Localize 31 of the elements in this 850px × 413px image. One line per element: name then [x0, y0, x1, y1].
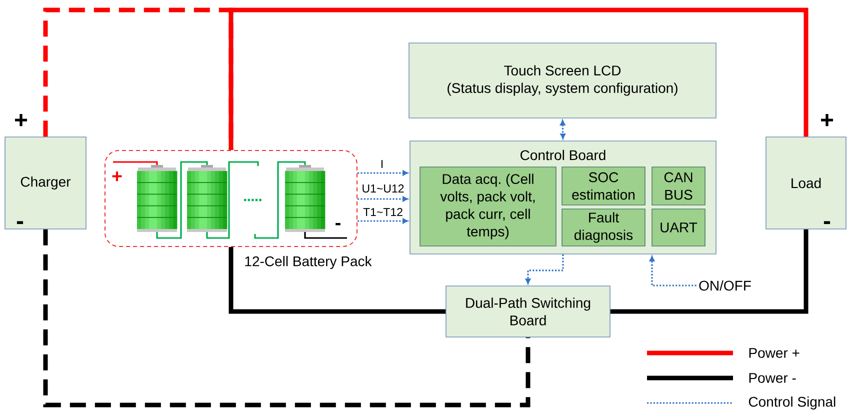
- function-box: UART: [652, 208, 706, 246]
- polarity-sign: +: [112, 171, 122, 182]
- function-box: Data acq. (Cell volts, pack volt, pack curr, cell temps): [420, 166, 556, 246]
- connector: [358, 196, 408, 202]
- connector: [228, 8, 808, 150]
- edge-label: T1~T12: [362, 208, 404, 217]
- legend-text: Power +: [749, 348, 800, 358]
- component-box: Dual-Path Switching Board: [446, 286, 610, 338]
- polarity-sign: +: [15, 114, 28, 126]
- signal-label: ON/OFF: [699, 280, 751, 291]
- connector: [358, 218, 408, 224]
- polarity-sign: -: [336, 222, 340, 226]
- connector: [649, 256, 696, 286]
- legend-text: Power -: [749, 373, 796, 383]
- edge-label: U1~U12: [361, 184, 405, 194]
- function-box: Fault diagnosis: [562, 208, 646, 246]
- connector: [560, 120, 566, 139]
- connector: [610, 229, 808, 314]
- legend-text: Control Signal: [748, 396, 836, 410]
- connector: [525, 254, 564, 284]
- connector: [228, 247, 446, 314]
- polarity-sign: +: [821, 114, 834, 126]
- function-box: SOC estimation: [562, 166, 646, 206]
- connector: [43, 229, 530, 408]
- polarity-sign: -: [824, 221, 830, 224]
- component-box: Touch Screen LCD (Status display, system configuration): [408, 42, 716, 118]
- polarity-sign: -: [16, 221, 24, 224]
- function-box: CAN BUS: [652, 166, 706, 206]
- connector: [358, 170, 408, 176]
- edge-label: I: [380, 160, 384, 168]
- pack-label: 12-Cell Battery Pack: [245, 256, 372, 270]
